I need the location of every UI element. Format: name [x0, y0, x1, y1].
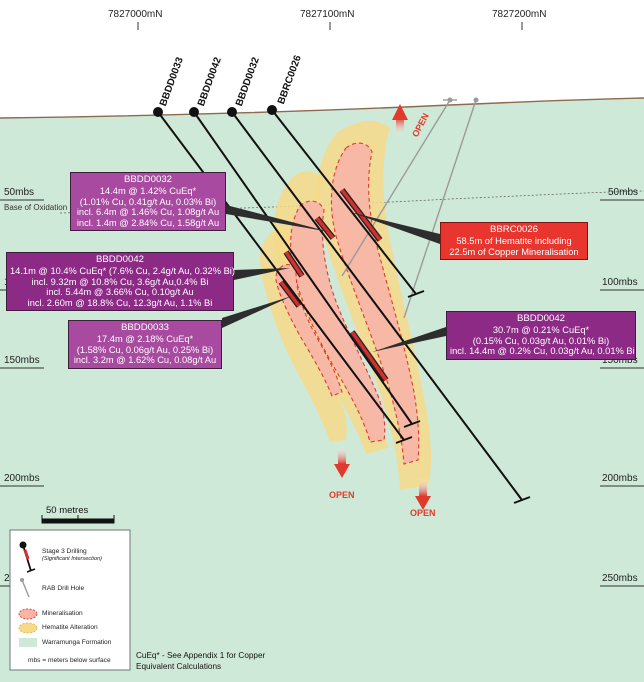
- callout-bbdd0032-line: incl. 6.4m @ 1.46% Cu, 1.08g/t Au: [76, 207, 220, 218]
- scale-bar-label: 50 metres: [46, 505, 89, 516]
- callout-bbdd0033-line: 17.4m @ 2.18% CuEq*: [96, 334, 194, 345]
- callout-bbdd0042-right-line: 30.7m @ 0.21% CuEq*: [492, 325, 590, 336]
- northing-label-7827000: 7827000mN: [108, 9, 163, 20]
- callout-bbdd0032: BBDD0032 14.4m @ 1.42% CuEq* (1.01% Cu, …: [70, 172, 226, 232]
- scale-bar: [41, 515, 115, 524]
- callout-bbdd0042-right-line: incl. 14.4m @ 0.2% Cu, 0.03g/t Au, 0.01%…: [450, 346, 635, 357]
- depth-right-200: 200mbs: [602, 473, 638, 484]
- callout-bbdd0042-left-line: incl. 2.60m @ 18.8% Cu, 12.3g/t Au, 1.1%…: [27, 297, 213, 308]
- callout-bbdd0033: BBDD0033 17.4m @ 2.18% CuEq* (1.58% Cu, …: [68, 320, 222, 369]
- legend-mbs-note: mbs = meters below surface: [28, 657, 111, 664]
- callout-bbdd0042-left-line: incl. 5.44m @ 3.66% Cu, 0.10g/t Au: [46, 287, 194, 298]
- legend-formation-swatch: [19, 638, 37, 647]
- callout-bbdd0042-left-title: BBDD0042: [96, 254, 144, 265]
- topographic-surface: [0, 97, 644, 119]
- northing-ticks: [137, 22, 523, 30]
- base-of-oxidation-label: Base of Oxidation: [4, 203, 68, 212]
- rab-collar-2: [473, 97, 479, 103]
- northing-label-7827200: 7827200mN: [492, 9, 547, 20]
- legend-rab-symbol: [20, 578, 30, 598]
- callout-bbrc0026-line: 58.5m of Hematite including: [456, 236, 572, 247]
- callout-bbdd0032-line: 14.4m @ 1.42% CuEq*: [99, 186, 197, 197]
- legend-mineralisation-swatch: [18, 608, 38, 620]
- legend-hematite-swatch: [18, 622, 38, 634]
- callout-bbdd0042-right-title: BBDD0042: [517, 313, 565, 324]
- depth-right-250: 250mbs: [602, 573, 638, 584]
- callout-bbdd0042-right-line: (0.15% Cu, 0.03g/t Au, 0.01% Bi): [472, 335, 610, 346]
- callout-bbdd0032-line: incl. 1.4m @ 2.84% Cu, 1.58g/t Au: [76, 217, 220, 228]
- callout-bbdd0033-line: incl. 3.2m @ 1.62% Cu, 0.08g/t Au: [73, 355, 217, 366]
- callout-bbrc0026-line: 22.5m of Copper Mineralisation: [449, 246, 579, 257]
- callout-leaders: [222, 205, 446, 352]
- depth-left-200: 200mbs: [4, 473, 40, 484]
- depth-left-250: 2: [4, 573, 10, 584]
- depth-right-100: 100mbs: [602, 277, 638, 288]
- legend-stage3-sublabel: (Significant Intersection): [42, 556, 103, 562]
- callout-bbdd0033-title: BBDD0033: [121, 322, 169, 333]
- footnote: CuEq* - See Appendix 1 for Copper Equiva…: [136, 650, 265, 672]
- legend-stage3-symbol: [19, 541, 36, 573]
- depth-left-50: 50mbs: [4, 187, 35, 198]
- callout-bbdd0042-left: BBDD0042 14.1m @ 10.4% CuEq* (7.6% Cu, 2…: [6, 252, 235, 312]
- hole-collars: [153, 105, 277, 117]
- depth-left-150: 150mbs: [4, 355, 40, 366]
- depth-right-150: 150mbs: [602, 355, 638, 366]
- rab-collar-1: [447, 97, 453, 103]
- open-label-lower-left: OPEN: [329, 490, 355, 500]
- end-of-hole-caps: [395, 290, 531, 504]
- footnote-line-2: Equivalent Calculations: [136, 662, 222, 671]
- callout-bbdd0032-line: (1.01% Cu, 0.41g/t Au, 0.03% Bi): [79, 196, 217, 207]
- legend-rab-label: RAB Drill Hole: [42, 585, 85, 592]
- stage3-drill-traces: [157, 109, 523, 501]
- callout-bbdd0042-left-line: 14.1m @ 10.4% CuEq* (7.6% Cu, 2.4g/t Au,…: [10, 266, 235, 277]
- depth-ticks: [0, 199, 644, 587]
- footnote-line-1: CuEq* - See Appendix 1 for Copper: [136, 651, 266, 660]
- callout-bbrc0026: BBRC0026 58.5m of Hematite including 22.…: [440, 222, 588, 261]
- callout-bbdd0032-title: BBDD0032: [124, 174, 172, 185]
- legend-mineralisation-label: Mineralisation: [42, 610, 83, 617]
- open-label-lower-right: OPEN: [410, 508, 436, 518]
- legend-formation-label: Warramunga Formation: [42, 639, 112, 646]
- legend-stage3-label: Stage 3 Drilling: [42, 548, 87, 555]
- callout-bbdd0042-right: BBDD0042 30.7m @ 0.21% CuEq* (0.15% Cu, …: [446, 311, 636, 360]
- open-arrows: [334, 104, 431, 510]
- legend-hematite-label: Hematite Alteration: [42, 624, 98, 631]
- callout-bbrc0026-title: BBRC0026: [490, 224, 538, 235]
- callout-bbdd0042-left-line: incl. 9.32m @ 10.8% Cu, 3.6g/t Au,0.4% B…: [31, 276, 209, 287]
- callout-bbdd0033-line: (1.58% Cu, 0.06g/t Au, 0.25% Bi): [76, 344, 214, 355]
- depth-right-50: 50mbs: [608, 187, 639, 198]
- northing-label-7827100: 7827100mN: [300, 9, 355, 20]
